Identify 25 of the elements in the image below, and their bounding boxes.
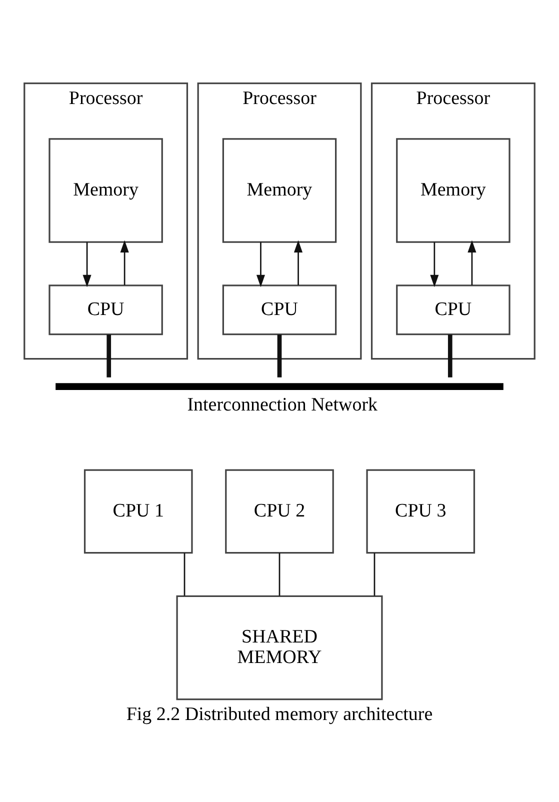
node-box: Memory (222, 138, 337, 242)
caption: Fig 2.2 Distributed memory architecture (126, 703, 433, 724)
node-box: Memory (48, 138, 163, 242)
node-box: Memory (396, 138, 510, 242)
node-label: Interconnection Network (187, 394, 378, 416)
arrow (256, 242, 265, 287)
node-box: CPU (396, 284, 510, 335)
node-box (56, 382, 504, 390)
node-box: CPU (48, 284, 163, 335)
connector (184, 552, 186, 596)
node-box: CPU (222, 284, 337, 335)
arrow (468, 240, 476, 285)
node-box: CPU 3 (366, 468, 476, 554)
connector (277, 334, 282, 377)
connector (278, 552, 280, 596)
arrow (294, 240, 303, 285)
connector (374, 552, 376, 596)
node-box: CPU 2 (225, 468, 334, 554)
connector (106, 334, 112, 377)
node-box: CPU 1 (84, 468, 193, 554)
arrow (82, 242, 92, 287)
connector (448, 334, 452, 377)
arrow (430, 242, 439, 287)
arrow (120, 240, 129, 285)
node-box: SHARED MEMORY (176, 594, 383, 700)
